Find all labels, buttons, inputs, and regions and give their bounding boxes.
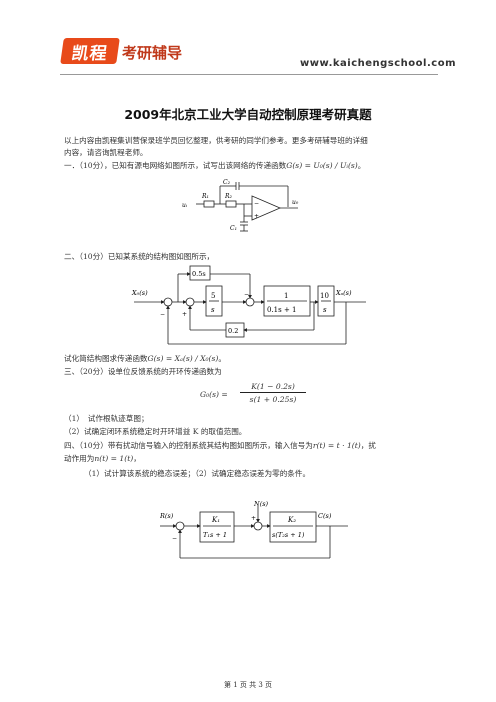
logo-text: 考研辅导 — [122, 44, 183, 62]
q4-sum1-sign: − — [172, 535, 177, 542]
q3-formula-lhs: G₀(s) = — [200, 390, 228, 399]
page-title: 2009年北京工业大学自动控制原理考研真题 — [124, 107, 372, 122]
q2-formula: G(s) = Xₐ(s) / X₀(s) — [147, 354, 219, 363]
q3-numerator: K(1 − 0.2s) — [240, 381, 306, 393]
q3-item-1: （1） 试作根轨迹草图； — [64, 414, 149, 423]
opamp-minus: − — [254, 200, 259, 207]
q4-text: 四、（10分）带有扰动信号输入的控制系统其结构图如图所示，输入信号为r(t) =… — [64, 441, 376, 450]
block-10-num: 10 — [320, 292, 329, 300]
q4-n-formula: n(t) = 1(t) — [94, 454, 134, 463]
q3-item-2: （2）试确定闭环系统稳定时开环增益 K 的取值范围。 — [64, 427, 247, 436]
block-k2: K₂ — [287, 516, 296, 524]
block-5-den: s — [211, 306, 215, 314]
intro-line-2: 内容，请咨询凯程老师。 — [64, 148, 148, 157]
q4-c-label: C(s) — [318, 512, 332, 520]
q3-text: 三、（20分）设单位反馈系统的开环传递函数为 — [64, 367, 222, 376]
page-footer: 第 1 页 共 3 页 — [223, 681, 273, 689]
q2-output-label: Xₐ(s) — [335, 289, 352, 297]
q4-items: （1）试计算该系统的稳态误差；（2）试确定稳态误差为零的条件。 — [84, 469, 311, 478]
block-d1: T₁s + 1 — [203, 531, 227, 539]
q4-r-label: R(s) — [160, 512, 174, 520]
sum1-sign: − — [160, 311, 165, 318]
label-c2: C₂ — [223, 179, 231, 186]
block-0-2: 0.2 — [228, 327, 238, 335]
q3-denominator: s(1 + 0.25s) — [249, 395, 297, 404]
q4-line2: 动作用为n(t) = 1(t)， — [64, 454, 141, 463]
sum3-sign: − — [244, 291, 249, 298]
label-ui: uᵢ — [182, 202, 188, 209]
label-r2: R₂ — [224, 193, 233, 200]
block-diagram-q4: R(s) N(s) C(s) K₁ T₁s + 1 K₂ s(T₂s + 1) … — [160, 500, 348, 559]
q4-r-formula: r(t) = t · 1(t) — [312, 441, 361, 450]
block-k1: K₁ — [211, 516, 220, 524]
block-5-num: 5 — [211, 292, 215, 300]
block-0-5s: 0.5s — [192, 270, 206, 278]
q2-ask: 试化简结构图求传递函数G(s) = Xₐ(s) / X₀(s)。 — [64, 354, 226, 363]
q2-text: 二、（10分）已知某系统的结构图如图所示， — [64, 252, 215, 261]
block-d2: s(T₂s + 1) — [272, 531, 305, 539]
sum2-sign: + — [182, 311, 187, 318]
q1-formula: G(s) = U₀(s) / Uᵢ(s) — [286, 161, 358, 170]
website-link[interactable]: www.kaichengschool.com — [300, 58, 456, 69]
q4-n-label: N(s) — [253, 500, 269, 508]
block-diagram-q2: X₀(s) Xₐ(s) 0.5s 5 s 1 0.1s + 1 10 s 0.2… — [131, 265, 366, 345]
block-1-den: 0.1s + 1 — [267, 306, 297, 314]
logo: 凯程 — [60, 38, 120, 64]
circuit-diagram: C₂ uᵢ R₁ R₂ u₀ C₁ − + — [182, 179, 299, 232]
block-1-num: 1 — [284, 292, 288, 300]
opamp-plus: + — [254, 213, 259, 220]
q2-input-label: X₀(s) — [131, 289, 148, 297]
intro-line-1: 以上内容由凯程集训营保录班学员回忆整理，供考研的同学们参考。更多考研辅导班的详细 — [64, 136, 368, 145]
block-10-den: s — [323, 306, 327, 314]
q1-text: 一．（10分），已知有源电网络如图所示，试写出该网络的传递函数G(s) = U₀… — [64, 161, 366, 170]
q4-sum2-sign: + — [251, 515, 256, 522]
header-divider — [60, 74, 438, 75]
label-uo: u₀ — [292, 199, 299, 206]
label-r1: R₁ — [201, 193, 209, 200]
label-c1: C₁ — [230, 225, 237, 232]
